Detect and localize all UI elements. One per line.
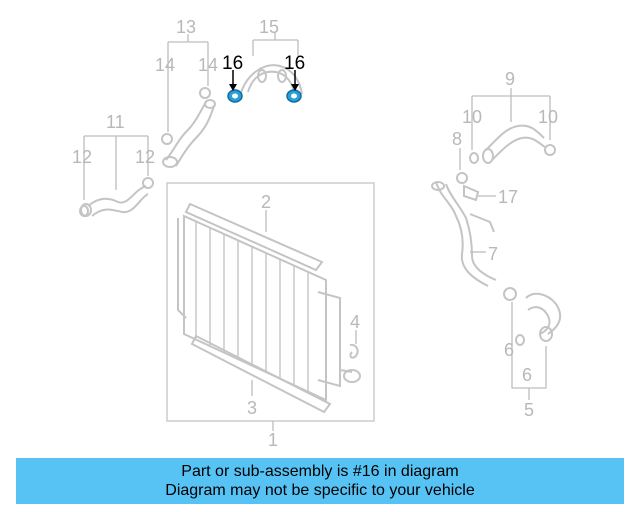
clamp-8 — [456, 172, 468, 184]
pipe-assembly-7 — [431, 181, 497, 287]
parts-diagram: 13 15 14 14 16 16 11 12 12 2 4 3 1 9 10 … — [72, 17, 562, 450]
upper-seal-2 — [184, 202, 324, 272]
callout-3: 3 — [247, 398, 257, 418]
callout-6-right: 6 — [522, 365, 532, 385]
callout-10-right: 10 — [538, 107, 558, 127]
callout-7: 7 — [488, 244, 498, 264]
hose-assembly-15 — [239, 64, 303, 97]
seal-10-left — [469, 152, 479, 164]
seal-10-right — [544, 144, 556, 156]
intercooler-core — [177, 214, 361, 402]
info-banner: Part or sub-assembly is #16 in diagram D… — [16, 458, 624, 504]
clamp-4 — [349, 343, 359, 359]
seal-12-right — [142, 177, 154, 189]
callout-17: 17 — [498, 187, 518, 207]
callout-12-right: 12 — [135, 147, 155, 167]
callout-6-left: 6 — [504, 340, 514, 360]
callout-15: 15 — [259, 17, 279, 37]
callout-8: 8 — [452, 129, 462, 149]
radiator-frame-1 — [166, 182, 375, 422]
banner-line-1: Part or sub-assembly is #16 in diagram — [181, 463, 459, 480]
callout-14-left: 14 — [155, 55, 175, 75]
clamp-14-right — [199, 87, 211, 99]
lower-seal-3 — [190, 334, 332, 414]
banner-line-2: Diagram may not be specific to your vehi… — [165, 482, 475, 499]
callout-labels: 13 15 14 14 16 16 11 12 12 2 4 3 1 9 10 … — [72, 17, 558, 450]
callout-4: 4 — [350, 312, 360, 332]
bracket-17 — [463, 184, 480, 202]
seal-12-left — [79, 205, 89, 217]
callout-16-left[interactable]: 16 — [222, 53, 243, 74]
pipe-assembly-5 — [503, 287, 562, 342]
callout-16-right[interactable]: 16 — [284, 53, 305, 74]
pipe-assembly-9 — [482, 124, 547, 164]
callout-11: 11 — [106, 112, 125, 132]
seal-6-left — [515, 334, 525, 346]
clamp-14-left — [161, 133, 173, 145]
callout-2: 2 — [261, 192, 271, 212]
seal-16-right[interactable] — [286, 89, 302, 103]
callout-5: 5 — [524, 400, 534, 420]
hose-assembly-11 — [80, 185, 149, 217]
callout-12-left: 12 — [72, 147, 92, 167]
callout-10-left: 10 — [462, 107, 482, 127]
callout-13: 13 — [176, 17, 196, 37]
callout-1: 1 — [268, 430, 278, 450]
callout-14-right: 14 — [198, 55, 218, 75]
callout-9: 9 — [505, 69, 515, 89]
hose-assembly-13 — [162, 99, 216, 168]
seal-16-left[interactable] — [227, 89, 243, 103]
